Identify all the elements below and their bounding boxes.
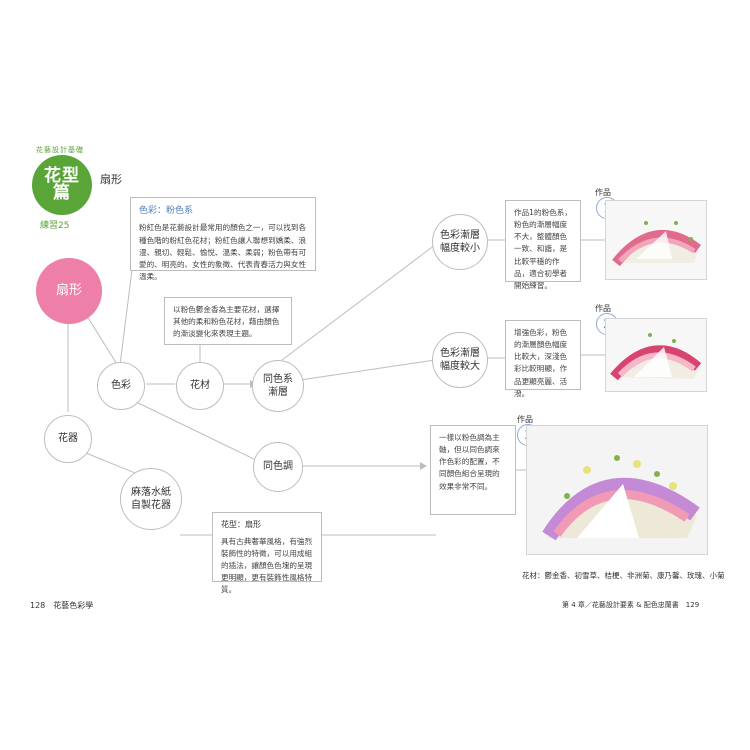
node-fan-label: 扇形 <box>55 283 82 299</box>
node-same-tone: 同色調 <box>253 442 303 492</box>
work1-description-box: 作品1的粉色系，粉色的漸層幅度不大，整體顏色一致、和諧，是比較平穩的作品，適合初… <box>505 200 581 290</box>
material-box-body: 以粉色鬱金香為主要花材，選擇其他的柔和粉色花材，藉由顏色的漸淡變化來表現主題。 <box>173 305 280 339</box>
node-color: 色彩 <box>97 362 145 410</box>
node-material-label: 花材 <box>190 380 210 392</box>
work1-photo <box>605 200 707 280</box>
node-gradient-small-label: 色彩漸層 幅度較小 <box>440 229 480 255</box>
node-gradient-large-label: 色彩漸層 幅度較大 <box>440 347 480 373</box>
work3-photo <box>526 425 708 555</box>
chapter-badge: 花型 篇 <box>32 155 92 215</box>
work1-box-body: 作品1的粉色系，粉色的漸層幅度不大，整體顏色一致、和諧，是比較平穩的作品，適合初… <box>514 208 572 290</box>
shape-description-box: 花型：扇形 具有古典奢華風格，有強烈裝飾性的特徵，可以用成組的插法，讓顏色色塊的… <box>212 512 322 594</box>
lesson-title: 扇形 <box>100 173 122 186</box>
node-same-gradient: 同色系 漸層 <box>252 360 304 412</box>
node-material: 花材 <box>176 362 224 410</box>
color-box-title: 色彩：粉色系 <box>139 206 194 216</box>
footer-left: 128 花藝色彩學 <box>30 601 94 610</box>
work2-description-box: 增強色彩，粉色的漸層顏色幅度比較大，深淺色彩比較明顯，作品更顯亮麗、活潑。 <box>505 320 581 398</box>
node-container: 花器 <box>44 415 92 463</box>
node-paper-label: 麻落水紙 自製花器 <box>131 486 171 512</box>
work2-box-body: 增強色彩，粉色的漸層顏色幅度比較大，深淺色彩比較明顯，作品更顯亮麗、活潑。 <box>514 328 568 398</box>
work3-description-box: 一樣以粉色調為主軸，但以同色調來作色彩的配置，不同顏色組合呈現的效果非常不同。 <box>430 425 516 515</box>
shape-box-body: 具有古典奢華風格，有強烈裝飾性的特徵，可以用成組的插法，讓顏色色塊的呈現更明顯，… <box>221 536 313 595</box>
node-color-label: 色彩 <box>111 380 131 392</box>
work1-label: 作品 <box>595 188 611 197</box>
materials-caption: 花材：鬱金香、初雪草、桔梗、非洲菊、康乃馨、玫瑰、小菊 <box>522 571 725 580</box>
node-container-label: 花器 <box>58 433 78 445</box>
shape-box-title: 花型：扇形 <box>221 520 261 529</box>
series-arc-text: 花藝設計基礎 <box>36 146 84 154</box>
work2-photo <box>605 318 707 392</box>
lesson-number: 練習25 <box>40 221 70 231</box>
work3-label: 作品 <box>517 415 533 424</box>
material-description-box: 以粉色鬱金香為主要花材，選擇其他的柔和粉色花材，藉由顏色的漸淡變化來表現主題。 <box>164 297 292 345</box>
work3-box-body: 一樣以粉色調為主軸，但以同色調來作色彩的配置，不同顏色組合呈現的效果非常不同。 <box>439 433 500 491</box>
color-box-body: 粉紅色是花藝設計最常用的顏色之一，可以找到各種色階的粉紅色花材；粉紅色讓人聯想到… <box>139 223 307 281</box>
node-paper-container: 麻落水紙 自製花器 <box>120 468 182 530</box>
node-fan: 扇形 <box>36 258 102 324</box>
node-same-gradient-label: 同色系 漸層 <box>263 373 293 399</box>
footer-right: 第 4 章／花藝設計要素 & 配色忠蘭書 129 <box>562 601 700 609</box>
badge-main-text: 花型 篇 <box>44 166 80 203</box>
node-same-tone-label: 同色調 <box>263 461 293 473</box>
color-description-box: 色彩：粉色系 粉紅色是花藝設計最常用的顏色之一，可以找到各種色階的粉紅色花材；粉… <box>130 197 316 281</box>
fan-arrangement-image <box>527 426 707 554</box>
fan-arrangement-image <box>610 333 702 381</box>
node-gradient-small: 色彩漸層 幅度較小 <box>432 214 488 270</box>
fan-arrangement-image <box>612 221 702 267</box>
work2-label: 作品 <box>595 304 611 313</box>
node-gradient-large: 色彩漸層 幅度較大 <box>432 332 488 388</box>
